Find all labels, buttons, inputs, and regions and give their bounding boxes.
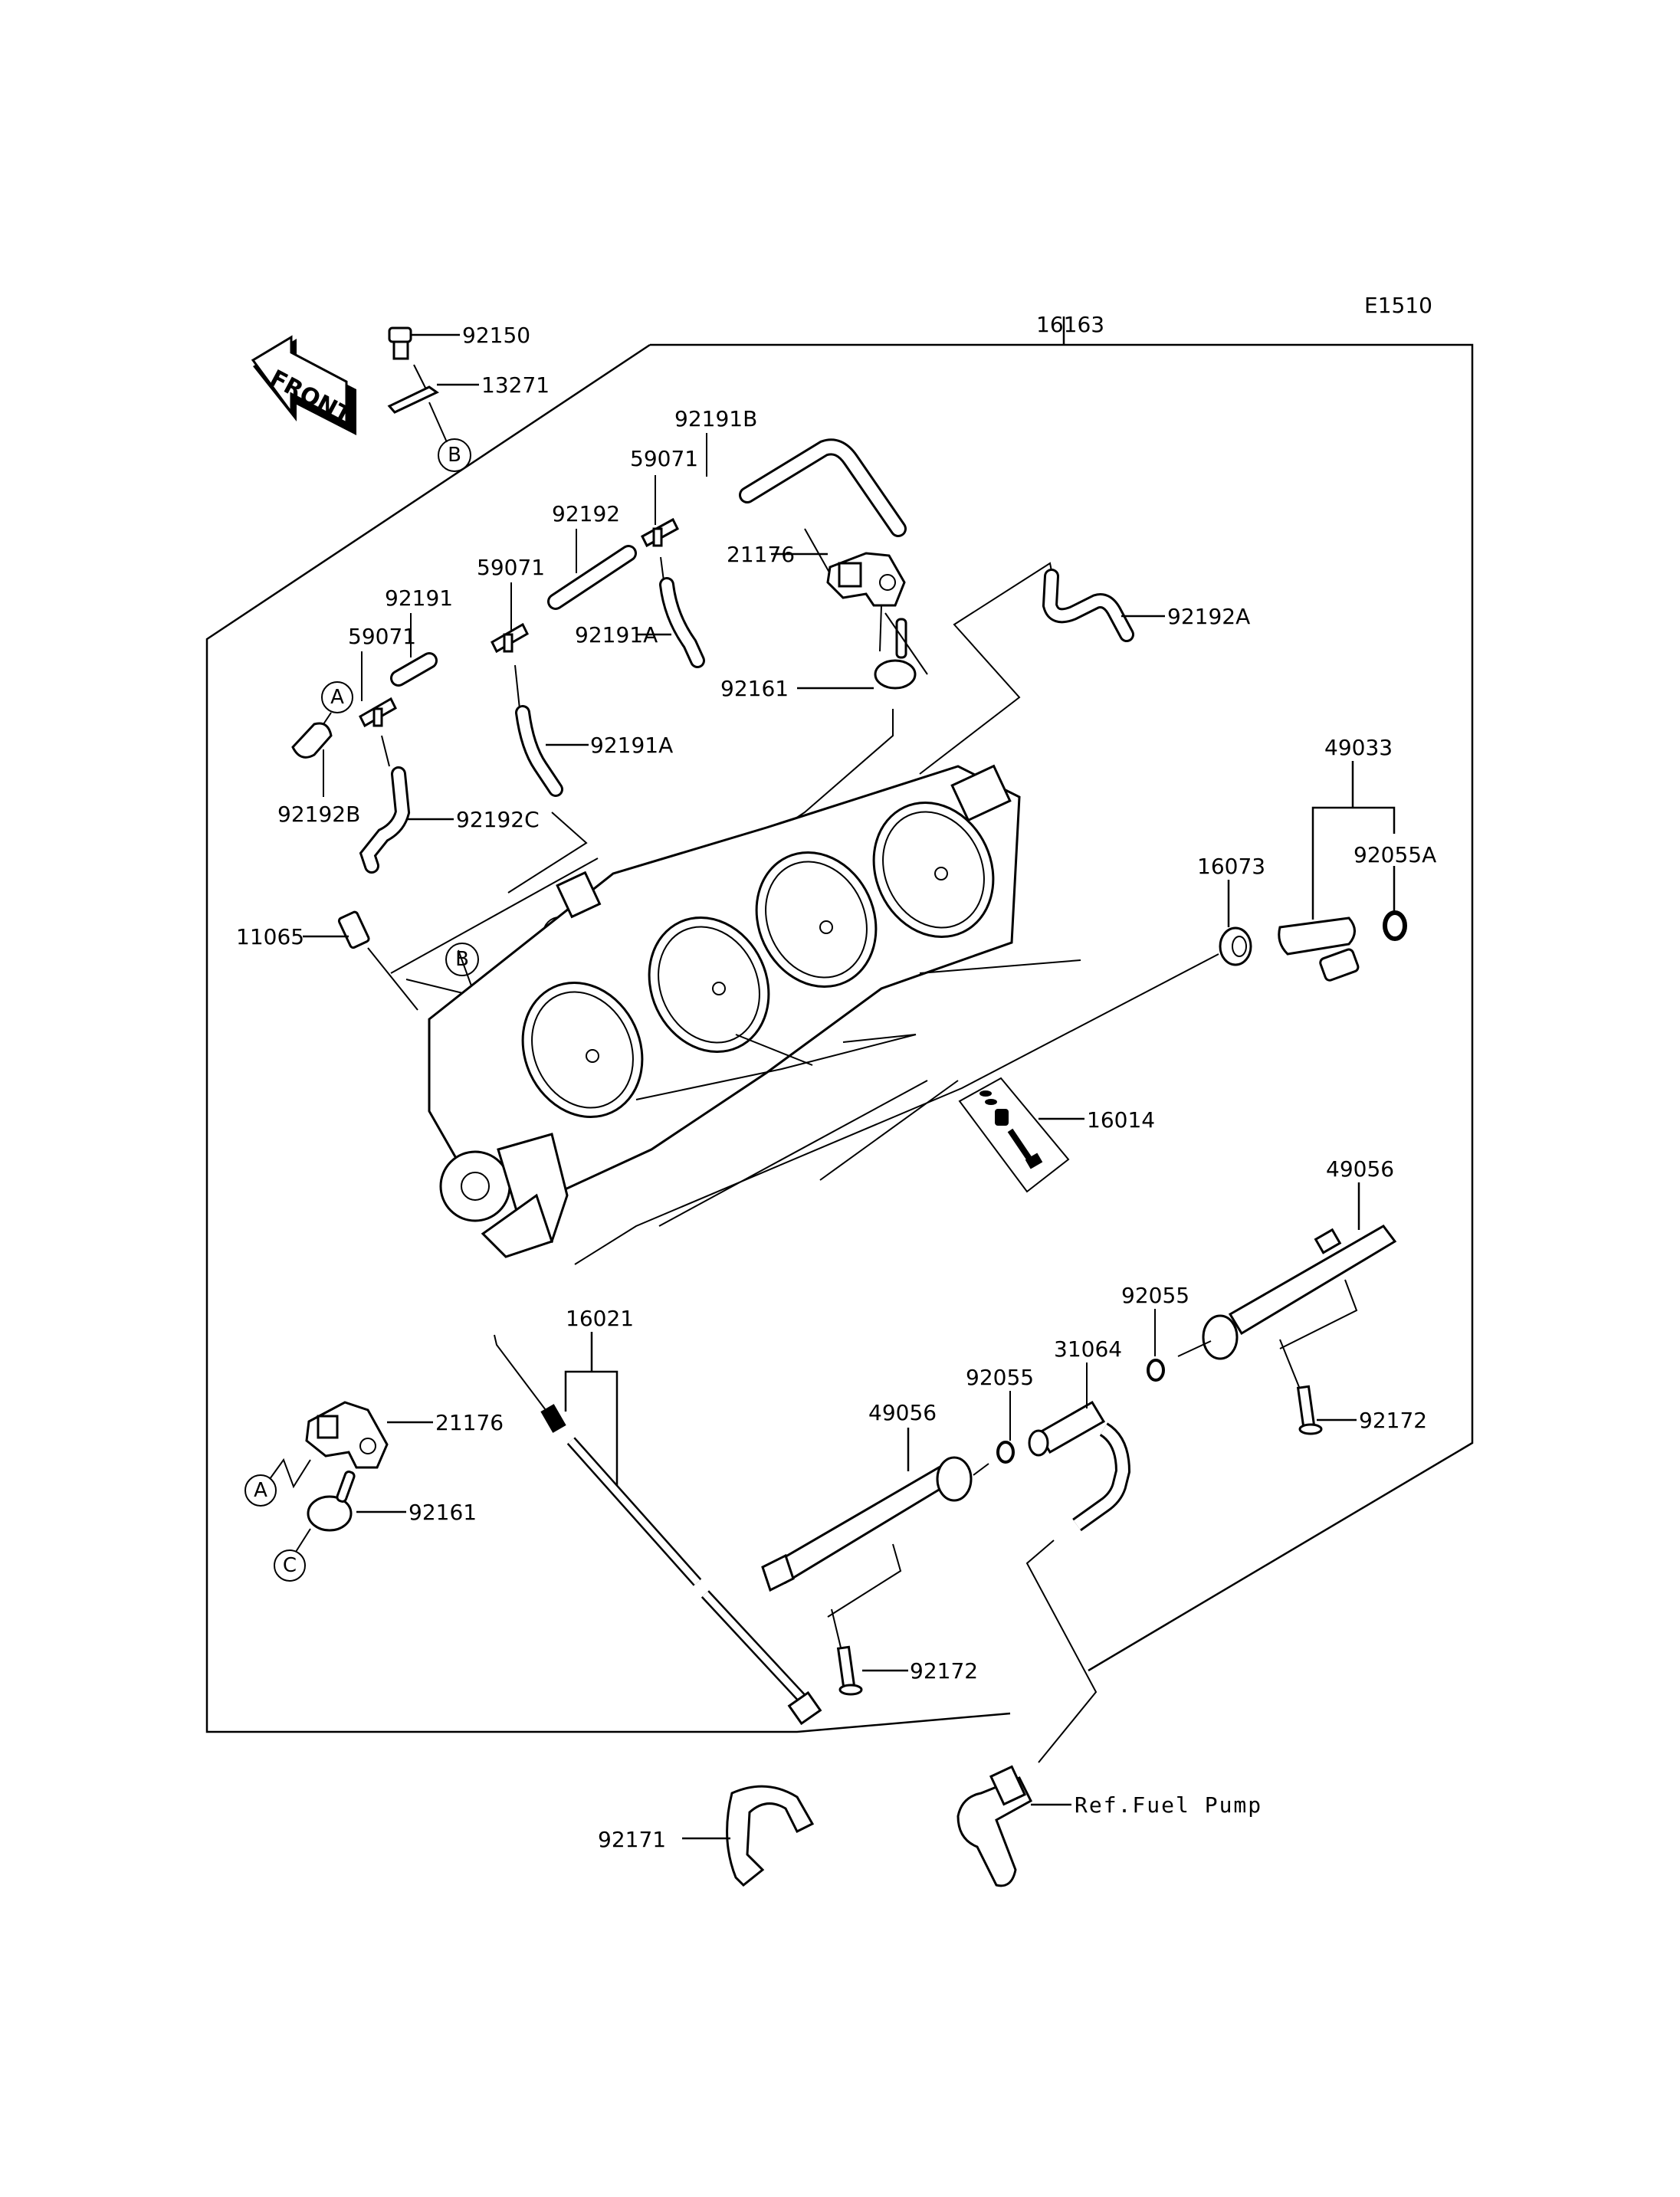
part-label-16014[interactable]: 16014 (1087, 1107, 1155, 1133)
part-label-11065[interactable]: 11065 (236, 924, 304, 949)
part-label-92172-right[interactable]: 92172 (1359, 1408, 1427, 1433)
callout-b-top: B (438, 438, 471, 472)
cap-92192B-icon (291, 722, 333, 797)
part-label-92192C[interactable]: 92192C (456, 807, 540, 832)
vacuum-fitting-92161-top-icon (797, 605, 917, 690)
part-label-92192B[interactable]: 92192B (277, 802, 360, 827)
part-label-49056-right[interactable]: 49056 (1326, 1156, 1394, 1182)
hose-92191A-mid-icon (515, 705, 589, 797)
part-label-92191[interactable]: 92191 (385, 585, 453, 611)
hose-92191-icon (390, 613, 438, 687)
throttle-body-assembly-icon (428, 764, 1021, 1258)
joint-31064-icon (1028, 1362, 1131, 1532)
callout-c-bottom: C (274, 1528, 311, 1582)
part-label-21176-top[interactable]: 21176 (727, 542, 795, 567)
part-label-59071-mid[interactable]: 59071 (477, 555, 545, 580)
part-label-31064[interactable]: 31064 (1054, 1336, 1122, 1362)
svg-text:C: C (283, 1554, 297, 1577)
bolt-92172-left-icon (831, 1608, 908, 1696)
t-fitting-59071-left-icon (359, 651, 397, 767)
callout-a-bottom: A (244, 1458, 311, 1507)
screw-kit-16014-icon (958, 1077, 1084, 1193)
part-label-59071-left[interactable]: 59071 (348, 624, 416, 649)
callout-a-top: A (321, 681, 353, 727)
diagram-code: E1510 (1364, 293, 1432, 318)
part-label-92172-left[interactable]: 92172 (910, 1658, 978, 1684)
screw-16021-icon (494, 1332, 822, 1726)
part-label-92161-bottom[interactable]: 92161 (409, 1500, 477, 1525)
svg-text:B: B (455, 948, 469, 971)
part-label-49033[interactable]: 49033 (1324, 735, 1393, 760)
part-label-13271[interactable]: 13271 (481, 372, 550, 398)
plate-13271-icon (387, 364, 479, 443)
part-label-21176-bottom[interactable]: 21176 (435, 1410, 504, 1435)
part-label-59071-top[interactable]: 59071 (630, 446, 698, 471)
assembly-label: 16163 (1036, 312, 1104, 337)
cap-11065-icon (303, 910, 418, 1011)
o-ring-92055-right-icon (1147, 1309, 1212, 1382)
part-label-92161-top[interactable]: 92161 (720, 676, 789, 701)
part-label-92191A-mid[interactable]: 92191A (590, 733, 673, 758)
fuel-pump-reference[interactable]: Ref.Fuel Pump (1075, 1792, 1262, 1818)
bolt-92150-icon (388, 326, 460, 360)
part-label-92192[interactable]: 92192 (552, 501, 620, 526)
part-label-92150[interactable]: 92150 (462, 323, 530, 348)
clip-92171-icon (682, 1785, 815, 1887)
front-arrow-icon: FRONT (251, 335, 356, 435)
part-label-92191A-top[interactable]: 92191A (575, 622, 658, 648)
assembly-outline (205, 316, 1474, 1733)
part-label-92055A[interactable]: 92055A (1354, 842, 1436, 867)
fuel-rail-49056-left-icon (761, 1428, 973, 1618)
fuel-pump-connector-icon (956, 1540, 1098, 1887)
part-label-49056-left[interactable]: 49056 (868, 1400, 937, 1425)
hose-92191A-top-icon (636, 577, 705, 668)
part-label-92055-right[interactable]: 92055 (1121, 1283, 1189, 1308)
vacuum-fitting-92161-bottom-icon (307, 1471, 406, 1532)
fuel-rail-49056-right-icon (1202, 1182, 1397, 1360)
callout-b-mid: B (445, 943, 479, 976)
hose-92192-icon (547, 529, 637, 610)
t-fitting-59071-top-icon (641, 475, 679, 582)
o-ring-92055A-icon (1383, 866, 1407, 941)
hose-92191B-icon (706, 433, 907, 591)
svg-text:B: B (448, 444, 461, 467)
part-label-16021[interactable]: 16021 (566, 1306, 634, 1331)
part-label-92192A[interactable]: 92192A (1167, 604, 1250, 629)
hose-92192A-icon (1042, 569, 1165, 642)
o-ring-92055-left-icon (973, 1391, 1015, 1476)
part-label-92171[interactable]: 92171 (598, 1827, 666, 1852)
svg-text:A: A (254, 1479, 267, 1502)
seal-16073-icon (1219, 880, 1252, 966)
svg-text:A: A (330, 686, 344, 709)
part-label-92055-left[interactable]: 92055 (966, 1365, 1034, 1390)
bolt-92172-right-icon (1279, 1339, 1357, 1435)
part-label-92191B[interactable]: 92191B (674, 406, 757, 431)
injector-49033-icon (1278, 761, 1396, 982)
t-fitting-59071-mid-icon (491, 582, 529, 710)
part-label-16073[interactable]: 16073 (1197, 854, 1265, 879)
hose-92192C-icon (359, 766, 454, 874)
sensor-21176-top-icon (771, 552, 906, 607)
sensor-21176-bottom-icon (305, 1401, 433, 1469)
